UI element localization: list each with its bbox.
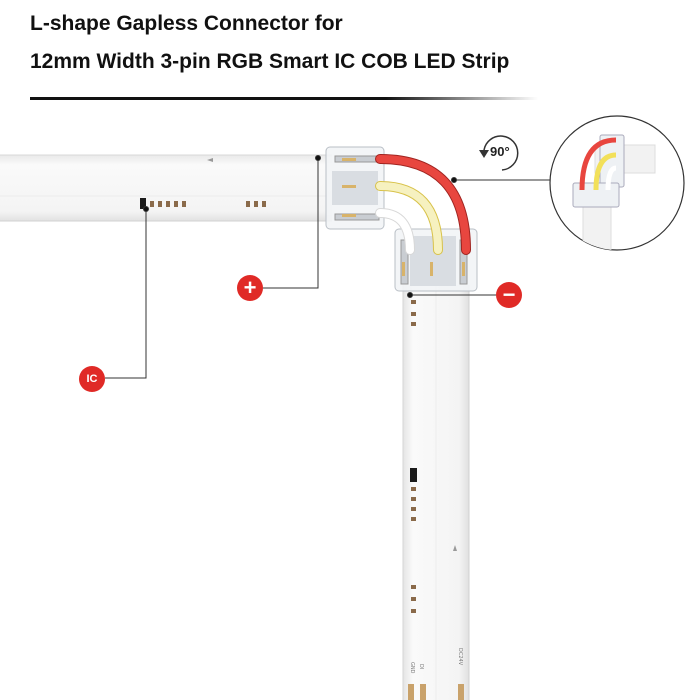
rotation-label: 90° [490,144,510,159]
plus-icon: + [243,275,257,300]
vertical-led-strip: DC24V GND DI [402,285,470,700]
ic-badge: IC [79,366,105,392]
horizontal-led-strip [0,154,332,222]
ic-icon: IC [86,373,98,385]
negative-terminal-badge: − [496,282,522,308]
minus-icon: − [502,282,516,307]
page-title-line-2: 12mm Width 3-pin RGB Smart IC COB LED St… [30,50,510,73]
rotate-90-icon [479,135,519,171]
ic-chip-row [140,198,266,209]
connector-wires [375,154,471,255]
strip-gnd-marking: GND [409,662,415,674]
strip-voltage-marking: DC24V [457,648,463,666]
positive-terminal-badge: + [237,275,263,301]
strip-di-marking: DI [418,664,424,669]
page-title-line-1: L-shape Gapless Connector for [30,12,343,35]
zoom-detail-circle [549,115,685,251]
connector-clip-horizontal [325,146,385,230]
callout-lines [105,155,551,379]
title-divider [30,97,538,100]
